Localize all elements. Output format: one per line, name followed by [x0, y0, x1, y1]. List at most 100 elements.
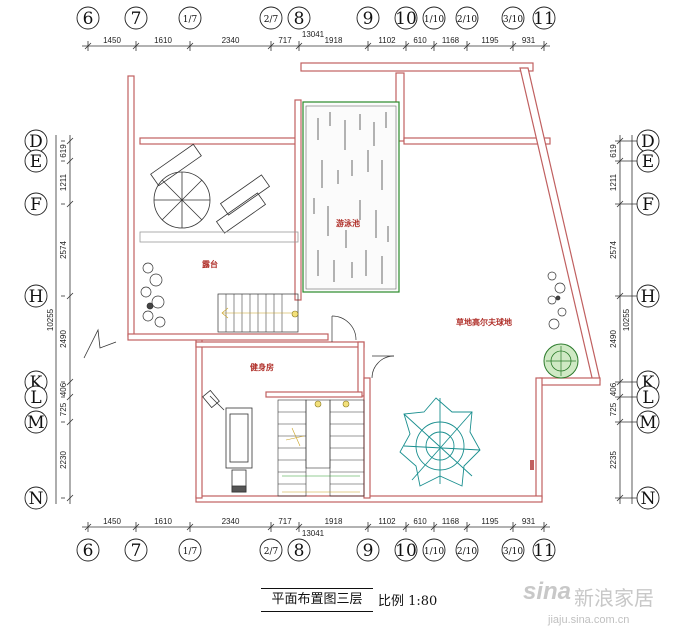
left-axis-bubble: [24, 410, 48, 434]
left-axis-label: M: [27, 413, 44, 433]
bottom-dim-label: 610: [413, 517, 427, 526]
right-axis-label: M: [639, 413, 656, 433]
top-axis-label: 2/7: [264, 15, 279, 25]
top-dim-label: 610: [413, 36, 427, 45]
left-axis-bubble: [24, 486, 48, 510]
tree-icon: [543, 343, 579, 379]
top-axis-bubble: [501, 6, 525, 30]
left-dim-label: 2490: [59, 330, 68, 348]
left-axis-label: H: [29, 287, 44, 307]
bottom-axis-label: 1/7: [183, 547, 198, 557]
top-axis-label: 9: [363, 9, 374, 29]
bottom-axis-bubble: [287, 538, 311, 562]
top-axis-bubble: [76, 6, 100, 30]
right-axis-label: F: [642, 195, 654, 215]
top-axis-bubble: [178, 6, 202, 30]
bottom-axis-label: 10: [395, 541, 417, 561]
bottom-axis-label: 8: [294, 541, 305, 561]
building-walls: [127, 62, 601, 503]
umbrella-icon: [399, 397, 481, 487]
bottom-dim-label: 717: [278, 517, 292, 526]
top-dim-total: 13041: [302, 30, 325, 39]
bottom-axis-bubble: [394, 538, 418, 562]
bottom-axis-bubble: [455, 538, 479, 562]
pool-label: 游泳池: [336, 218, 360, 228]
left-axis-label: D: [29, 132, 43, 152]
terrace-plants-icon: [140, 262, 166, 328]
left-dim-label: 725: [59, 402, 68, 416]
bottom-dim-label: 931: [522, 517, 536, 526]
top-dim-label: 1168: [442, 36, 460, 45]
bottom-dim-label: 1450: [103, 517, 121, 526]
break-line: [83, 328, 117, 359]
bottom-dim-label: 1610: [154, 517, 172, 526]
treadmill-icon: [202, 389, 253, 493]
bottom-axis-label: 7: [131, 541, 142, 561]
right-axis-label: N: [641, 489, 656, 509]
left-dim-label: 619: [59, 144, 68, 158]
door-swing: [331, 315, 395, 379]
bottom-axis-label: 2/10: [457, 547, 477, 557]
bottom-axis-bubble: [501, 538, 525, 562]
watermark-url: jiaju.sina.com.cn: [548, 614, 630, 626]
bottom-axis-bubble: [178, 538, 202, 562]
bottom-dim-total: 13041: [302, 529, 325, 538]
top-axis-bubble: [259, 6, 283, 30]
top-axis-label: 1/10: [424, 15, 444, 25]
shrubs-icon: [547, 271, 567, 330]
left-axis-label: L: [30, 388, 41, 408]
top-dim-label: 1102: [378, 36, 396, 45]
top-axis-label: 11: [533, 9, 555, 29]
bottom-axis-bubble: [356, 538, 380, 562]
top-axis-label: 10: [395, 9, 417, 29]
watermark-logo: sina: [523, 578, 572, 605]
right-axis-label: D: [641, 132, 655, 152]
bottom-dim-label: 1195: [481, 517, 499, 526]
top-axis-bubble: [356, 6, 380, 30]
bottom-axis-label: 11: [533, 541, 555, 561]
left-axis-label: F: [30, 195, 42, 215]
upper-stair: [221, 294, 299, 332]
right-axis-label: H: [641, 287, 656, 307]
bottom-axis-label: 1/10: [424, 547, 444, 557]
top-dim-label: 1195: [481, 36, 499, 45]
top-axis-bubble: [124, 6, 148, 30]
bottom-axis-bubble: [124, 538, 148, 562]
top-axis-label: 3/10: [503, 15, 523, 25]
bottom-axis-label: 9: [363, 541, 374, 561]
bottom-dim-label: 1102: [378, 517, 396, 526]
gym-room: 健身房: [202, 362, 274, 493]
drawing-scale: 比例 1:80: [378, 594, 438, 609]
left-dim-total: 10255: [46, 308, 55, 331]
top-axis-label: 7: [131, 9, 142, 29]
left-axis-bubble: [24, 192, 48, 216]
top-dim-label: 717: [278, 36, 292, 45]
bottom-dim-label: 2340: [222, 517, 240, 526]
top-axis-bubble: [287, 6, 311, 30]
right-dim-label: 2574: [609, 241, 618, 259]
bottom-axis-bubble: [76, 538, 100, 562]
top-dim-label: 2340: [222, 36, 240, 45]
watermark-brand: 新浪家居: [574, 586, 654, 610]
bottom-axis-bubble: [259, 538, 283, 562]
left-dim-label: 406: [59, 382, 68, 396]
top-axis-label: 6: [83, 9, 94, 29]
lower-stair: [277, 399, 365, 497]
dimension-lines: 1450 1610 2340 717 1918 1102 610 1168 1195 931 130…: [46, 30, 637, 538]
left-axis-bubble: [24, 385, 48, 409]
right-dim-label: 2235: [609, 451, 618, 469]
top-axis-label: 1/7: [183, 15, 198, 25]
right-dim-label: 619: [609, 144, 618, 158]
bottom-axis-label: 2/7: [264, 547, 279, 557]
top-axis-bubble: [394, 6, 418, 30]
right-dim-label: 2490: [609, 330, 618, 348]
top-dim-label: 1610: [154, 36, 172, 45]
top-dim-label: 1918: [325, 36, 343, 45]
left-dim-label: 1211: [59, 173, 68, 191]
top-axis-bubble: [422, 6, 446, 30]
bottom-dim-label: 1168: [442, 517, 460, 526]
swimming-pool: 游泳池: [302, 101, 400, 293]
